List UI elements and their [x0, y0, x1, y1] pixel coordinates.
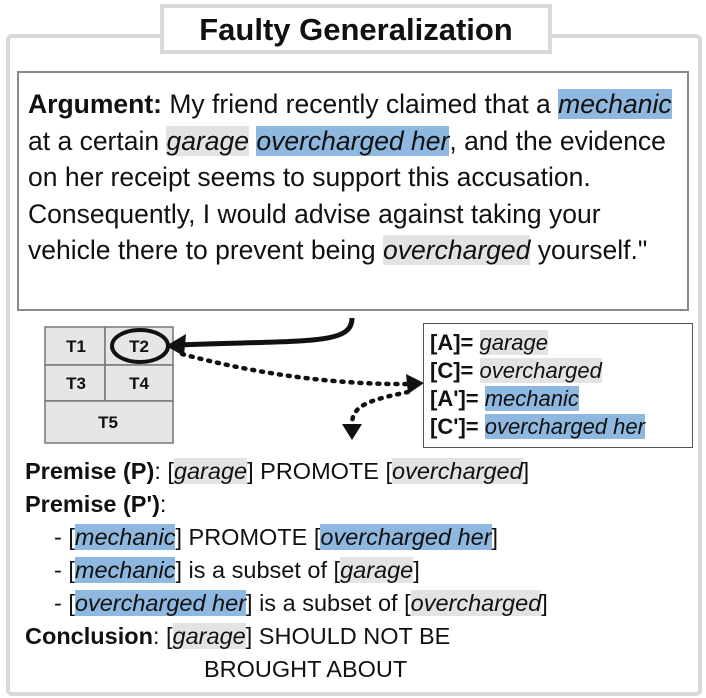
- highlighted-term: mechanic: [558, 89, 672, 119]
- highlighted-term: overcharged: [392, 458, 523, 484]
- premise-pp-item: - [mechanic] is a subset of [garage]: [54, 556, 420, 584]
- solid-arrow-head: [166, 334, 186, 356]
- argument-label: Argument:: [28, 89, 162, 119]
- highlighted-term: garage: [340, 557, 414, 583]
- legend-key: [A]=: [430, 330, 480, 355]
- dotted-arrow-to-legend: [179, 351, 415, 387]
- grid-cell-t5: [44, 400, 174, 444]
- text-segment: ] is a subset of [: [246, 590, 411, 616]
- conclusion: Conclusion: [garage] SHOULD NOT BE: [25, 622, 450, 650]
- premise-pp-item: - [mechanic] PROMOTE [overcharged her]: [54, 523, 498, 551]
- premise-pp-suffix: :: [159, 491, 167, 517]
- highlighted-term: overcharged: [383, 235, 531, 265]
- highlighted-term: garage: [172, 623, 246, 649]
- legend-value: overcharged her: [484, 414, 645, 439]
- text-segment: ] is a subset of [: [175, 557, 341, 583]
- legend-value: mechanic: [484, 386, 579, 411]
- topic-grid: [44, 326, 174, 444]
- text-segment: : [: [154, 458, 174, 484]
- grid-label-t2: T2: [129, 337, 149, 356]
- dotted-arrow-head-right: [406, 374, 424, 394]
- text-segment: - [: [54, 557, 75, 583]
- premise-pp-item: - [overcharged her] is a subset of [over…: [54, 589, 548, 617]
- grid-label-t3: T3: [66, 374, 86, 393]
- highlighted-term: garage: [173, 458, 248, 484]
- text-segment: ]: [541, 590, 548, 616]
- dotted-arrow-down: [349, 389, 411, 427]
- text-segment: ]: [522, 458, 530, 484]
- text-segment: ] PROMOTE [: [175, 524, 321, 550]
- legend-key: [A']=: [430, 386, 485, 411]
- premise-p-label: Premise (P): [25, 458, 155, 484]
- text-segment: My friend recently claimed that a: [161, 89, 559, 119]
- solid-curved-arrow: [177, 317, 355, 348]
- text-segment: ] PROMOTE [: [247, 458, 393, 484]
- conclusion-label: Conclusion: [25, 623, 153, 649]
- legend-row: [C']= overcharged her: [430, 414, 645, 440]
- highlighted-term: overcharged her: [74, 590, 247, 616]
- text-segment: yourself.": [530, 235, 648, 265]
- legend-row: [A']= mechanic: [430, 386, 579, 412]
- text-segment: ]: [491, 524, 499, 550]
- premise-p: Premise (P): [garage] PROMOTE [overcharg…: [25, 457, 529, 485]
- grid-label-t1: T1: [66, 337, 86, 356]
- legend-row: [A]= garage: [430, 330, 549, 356]
- premise-pp: Premise (P'):: [25, 490, 166, 518]
- highlighted-term: garage: [166, 125, 249, 156]
- grid-cell-t3: [44, 364, 106, 402]
- highlighted-term: overcharged her: [320, 524, 492, 550]
- conclusion-body: : [garage] SHOULD NOT BE: [153, 623, 450, 649]
- highlighted-term: mechanic: [74, 524, 176, 550]
- text-segment: - [: [54, 524, 75, 550]
- text-segment: , and the evidence on her receipt seems …: [28, 125, 666, 266]
- argument-text: Argument: My friend recently claimed tha…: [28, 86, 688, 269]
- highlighted-term: mechanic: [74, 557, 176, 583]
- text-segment: at a certain: [28, 125, 167, 156]
- grid-cell-t1: [44, 326, 106, 366]
- legend-row: [C]= overcharged: [430, 358, 602, 384]
- premise-pp-label: Premise (P'): [25, 491, 160, 517]
- legend-value: overcharged: [479, 358, 602, 383]
- dotted-arrow-head-down: [342, 424, 362, 440]
- legend-box: [423, 323, 693, 448]
- diagram-title: Faulty Generalization: [160, 4, 552, 54]
- legend-key: [C]=: [430, 358, 480, 383]
- grid-cell-t4: [104, 364, 174, 402]
- grid-label-t5: T5: [98, 413, 118, 432]
- premise-p-body: : [garage] PROMOTE [overcharged]: [154, 458, 529, 484]
- text-segment: ]: [413, 557, 420, 583]
- argument-body: My friend recently claimed that a mechan…: [28, 89, 672, 265]
- text-segment: ] SHOULD NOT BE: [245, 623, 451, 649]
- grid-label-t4: T4: [129, 374, 149, 393]
- legend-key: [C']=: [430, 414, 485, 439]
- highlighted-term: overcharged: [410, 590, 542, 616]
- highlighted-term: overcharged her: [256, 125, 450, 156]
- text-segment: - [: [54, 590, 75, 616]
- text-segment: : [: [152, 623, 173, 649]
- legend-value: garage: [479, 330, 549, 355]
- conclusion-line2: BROUGHT ABOUT: [204, 656, 408, 682]
